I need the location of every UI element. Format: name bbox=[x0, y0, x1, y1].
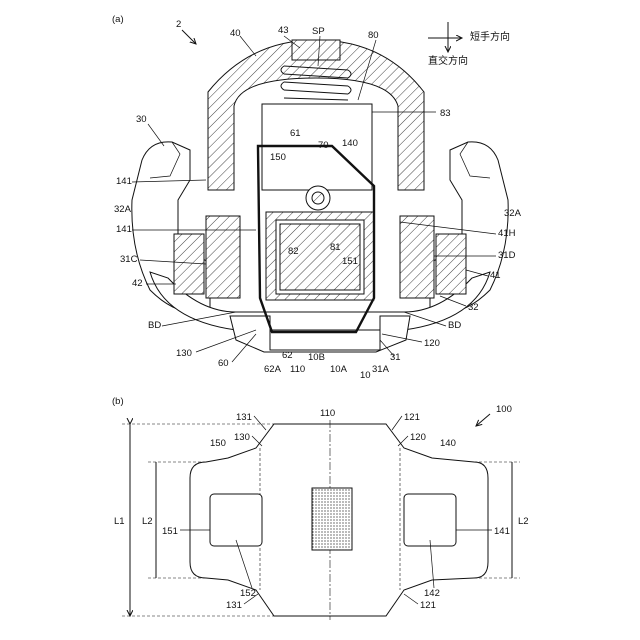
label-32a-right: 32A bbox=[504, 208, 522, 219]
label-131-top: 131 bbox=[236, 412, 252, 423]
direction-indicator: 短手方向 直交方向 bbox=[428, 22, 510, 67]
label-62: 62 bbox=[282, 350, 293, 361]
label-30: 30 bbox=[136, 114, 147, 125]
pillar-31c bbox=[206, 216, 240, 298]
label-43: 43 bbox=[278, 25, 289, 36]
label-110-b: 110 bbox=[320, 408, 335, 419]
pillar-31d bbox=[400, 216, 434, 298]
short-direction-label: 短手方向 bbox=[470, 30, 510, 43]
label-10a: 10A bbox=[330, 364, 348, 375]
label-140: 140 bbox=[342, 138, 358, 149]
label-121-bottom: 121 bbox=[420, 600, 436, 611]
label-142: 142 bbox=[424, 588, 440, 599]
label-151-b: 151 bbox=[162, 526, 178, 537]
plug-43 bbox=[292, 40, 340, 60]
figure-b: (b) 100 131 110 121 130 120 150 140 L1 bbox=[112, 396, 529, 620]
label-150-b: 150 bbox=[210, 438, 226, 449]
label-41: 41 bbox=[490, 270, 501, 281]
label-151: 151 bbox=[342, 256, 358, 267]
panel-label-a: (a) bbox=[112, 14, 124, 25]
label-10: 10 bbox=[360, 370, 371, 381]
figure-a: (a) 2 短手方向 直交方向 bbox=[112, 14, 522, 381]
label-131-bottom: 131 bbox=[226, 600, 242, 611]
label-32a-left: 32A bbox=[114, 204, 132, 215]
label-141-b: 141 bbox=[494, 526, 510, 537]
window-151 bbox=[210, 494, 262, 546]
label-60: 60 bbox=[218, 358, 229, 369]
label-61: 61 bbox=[290, 128, 301, 139]
label-41h: 41H bbox=[498, 228, 516, 239]
label-130-b: 130 bbox=[234, 432, 250, 443]
label-31a: 31A bbox=[372, 364, 390, 375]
window-141 bbox=[404, 494, 456, 546]
label-42: 42 bbox=[132, 278, 143, 289]
ref-100-arrow bbox=[476, 414, 490, 426]
label-10b: 10B bbox=[308, 352, 325, 363]
ref-2-arrow bbox=[182, 30, 196, 44]
label-bd-right: BD bbox=[448, 320, 461, 331]
label-40: 40 bbox=[230, 28, 241, 39]
label-141-b: 141 bbox=[116, 224, 132, 235]
label-sp: SP bbox=[312, 26, 325, 37]
label-120-b: 120 bbox=[410, 432, 426, 443]
orthogonal-direction-label: 直交方向 bbox=[428, 54, 468, 67]
center-pad-10 bbox=[312, 488, 352, 550]
label-80: 80 bbox=[368, 30, 379, 41]
label-62a: 62A bbox=[264, 364, 282, 375]
label-150: 150 bbox=[270, 152, 286, 163]
part-41 bbox=[436, 234, 466, 294]
label-32: 32 bbox=[468, 302, 479, 313]
label-120: 120 bbox=[424, 338, 440, 349]
label-83: 83 bbox=[440, 108, 451, 119]
label-l2-right: L2 bbox=[518, 516, 529, 527]
label-70: 70 bbox=[318, 140, 329, 151]
label-82: 82 bbox=[288, 246, 299, 257]
label-100: 100 bbox=[496, 404, 512, 415]
label-81: 81 bbox=[330, 242, 341, 253]
label-l1: L1 bbox=[114, 516, 125, 527]
label-121-top: 121 bbox=[404, 412, 420, 423]
label-31d: 31D bbox=[498, 250, 516, 261]
label-l2-left: L2 bbox=[142, 516, 153, 527]
part-42 bbox=[174, 234, 204, 294]
label-31c: 31C bbox=[120, 254, 138, 265]
label-130: 130 bbox=[176, 348, 192, 359]
label-110-a: 110 bbox=[290, 364, 305, 375]
label-141-a: 141 bbox=[116, 176, 132, 187]
ref-2: 2 bbox=[176, 19, 181, 30]
panel-label-b: (b) bbox=[112, 396, 124, 407]
label-140-b: 140 bbox=[440, 438, 456, 449]
label-bd-left: BD bbox=[148, 320, 161, 331]
